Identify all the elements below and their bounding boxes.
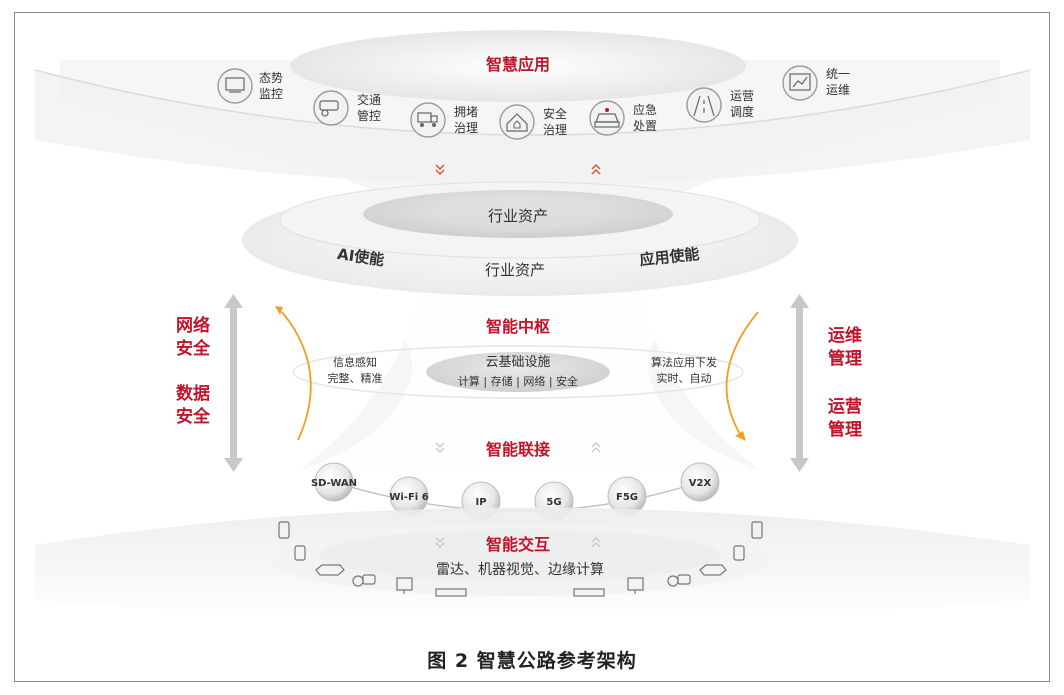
node-ip-label: IP xyxy=(475,497,486,508)
dashboard-icon xyxy=(217,68,253,104)
node-sdwan-label: SD-WAN xyxy=(311,478,357,489)
app-labels: 态势 监控 交通 管控 拥堵 治理 安全 治理 应急 处置 运营 调度 统一 运… xyxy=(259,67,850,137)
app-label-6a: 运营 xyxy=(730,89,754,103)
asset-center-label: 行业资产 xyxy=(485,261,545,279)
right-gray-arrow xyxy=(790,294,809,472)
app-item-safety[interactable] xyxy=(499,104,535,140)
chevron-up-icon xyxy=(591,537,601,548)
app-item-traffic[interactable] xyxy=(313,90,349,126)
app-item-operation[interactable] xyxy=(686,87,722,123)
app-item-maintenance[interactable] xyxy=(782,65,818,101)
left-orange-arrowhead xyxy=(275,306,283,315)
right-orange-arrow xyxy=(725,311,759,435)
top-band-edge xyxy=(34,69,1031,136)
network-security-1: 网络 xyxy=(176,315,210,336)
ops-management-2: 管理 xyxy=(828,419,862,440)
chevrons-top xyxy=(435,163,601,176)
app-item-congestion[interactable] xyxy=(410,102,446,138)
devices-right xyxy=(573,521,763,597)
figure-caption: 图 2 智慧公路参考架构 xyxy=(427,650,637,672)
cloud-sublabel: 计算 | 存储 | 网络 | 安全 xyxy=(458,374,578,388)
smart-interact-title: 智能交互 xyxy=(486,535,550,554)
server-icon xyxy=(435,588,467,597)
left-orange-arrow xyxy=(281,311,312,441)
node-f5g-label: F5G xyxy=(616,492,638,503)
app-label-2b: 管控 xyxy=(357,108,381,123)
smart-hub-title: 智能中枢 xyxy=(486,317,550,336)
app-item-situation[interactable] xyxy=(217,68,253,104)
node-wifi6-label: Wi-Fi 6 xyxy=(389,492,428,503)
asset-inner-glow xyxy=(438,200,598,232)
smart-connect-title: 智能联接 xyxy=(486,440,550,459)
right-note-2: 实时、自动 xyxy=(657,371,712,385)
top-band xyxy=(35,70,1030,185)
side-labels-right: 运维 管理 运营 管理 xyxy=(828,325,862,440)
app-label-7a: 统一 xyxy=(826,67,850,81)
smart-app-title: 智慧应用 xyxy=(486,55,550,74)
chevron-down-icon xyxy=(435,164,445,176)
cloud-label: 云基础设施 xyxy=(485,355,550,370)
app-item-emergency[interactable] xyxy=(589,100,625,136)
right-orange-arrowhead xyxy=(735,431,746,441)
side-labels-left: 网络 安全 数据 安全 xyxy=(176,315,211,427)
cloud-ellipse xyxy=(426,352,610,392)
truck-icon xyxy=(410,102,446,138)
chevron-up-icon xyxy=(591,163,601,175)
app-label-1a: 态势 xyxy=(259,71,283,85)
chevron-down-icon xyxy=(435,442,445,453)
network-security-2: 安全 xyxy=(176,338,211,359)
left-note-2: 完整、精准 xyxy=(328,371,383,385)
data-security-2: 安全 xyxy=(176,406,211,427)
chevrons-bottom xyxy=(435,537,601,548)
phone-icon xyxy=(751,521,763,539)
ops-management-1: 运营 xyxy=(828,396,862,417)
app-label-2a: 交通 xyxy=(357,92,381,107)
app-label-5b: 处置 xyxy=(633,119,657,133)
app-label-3a: 拥堵 xyxy=(454,105,478,119)
app-label-4a: 安全 xyxy=(543,106,567,121)
app-label-5a: 应急 xyxy=(633,102,657,117)
sensor-icon xyxy=(733,545,745,561)
left-gray-arrow xyxy=(224,294,243,472)
right-note-1: 算法应用下发 xyxy=(651,355,717,369)
node-sdwan[interactable] xyxy=(314,462,354,502)
smart-interact-sub: 雷达、机器视觉、边缘计算 xyxy=(436,562,604,578)
left-note-1: 信息感知 xyxy=(333,355,377,369)
app-label-7b: 运维 xyxy=(826,83,850,97)
smart-app-ellipse xyxy=(290,30,746,102)
app-label-1b: 监控 xyxy=(259,87,283,101)
interact-inner xyxy=(320,529,720,581)
chevron-down-icon xyxy=(435,537,445,548)
chevrons-mid xyxy=(435,442,601,453)
app-label-3b: 治理 xyxy=(454,121,478,135)
om-management-2: 管理 xyxy=(828,348,862,369)
devices-left xyxy=(278,521,467,597)
app-label-4b: 治理 xyxy=(543,123,567,137)
om-management-1: 运维 xyxy=(828,325,862,346)
sensor-icon xyxy=(294,545,306,561)
app-icons-row xyxy=(217,65,818,140)
app-label-6b: 调度 xyxy=(730,104,754,119)
chevron-up-icon xyxy=(591,442,601,453)
data-security-1: 数据 xyxy=(176,383,210,404)
house-shield-icon xyxy=(499,104,535,140)
phone-icon xyxy=(278,521,290,539)
router-icon xyxy=(699,564,727,576)
router-icon xyxy=(315,564,345,576)
car-emergency-icon xyxy=(589,100,625,136)
camera-icon xyxy=(313,90,349,126)
node-v2x[interactable] xyxy=(680,462,720,502)
asset-inner-label: 行业资产 xyxy=(488,207,548,225)
hub-ring xyxy=(292,345,744,399)
server-icon xyxy=(573,588,605,597)
node-5g-label: 5G xyxy=(546,497,561,508)
road-icon xyxy=(686,87,722,123)
node-v2x-label: V2X xyxy=(689,478,712,489)
